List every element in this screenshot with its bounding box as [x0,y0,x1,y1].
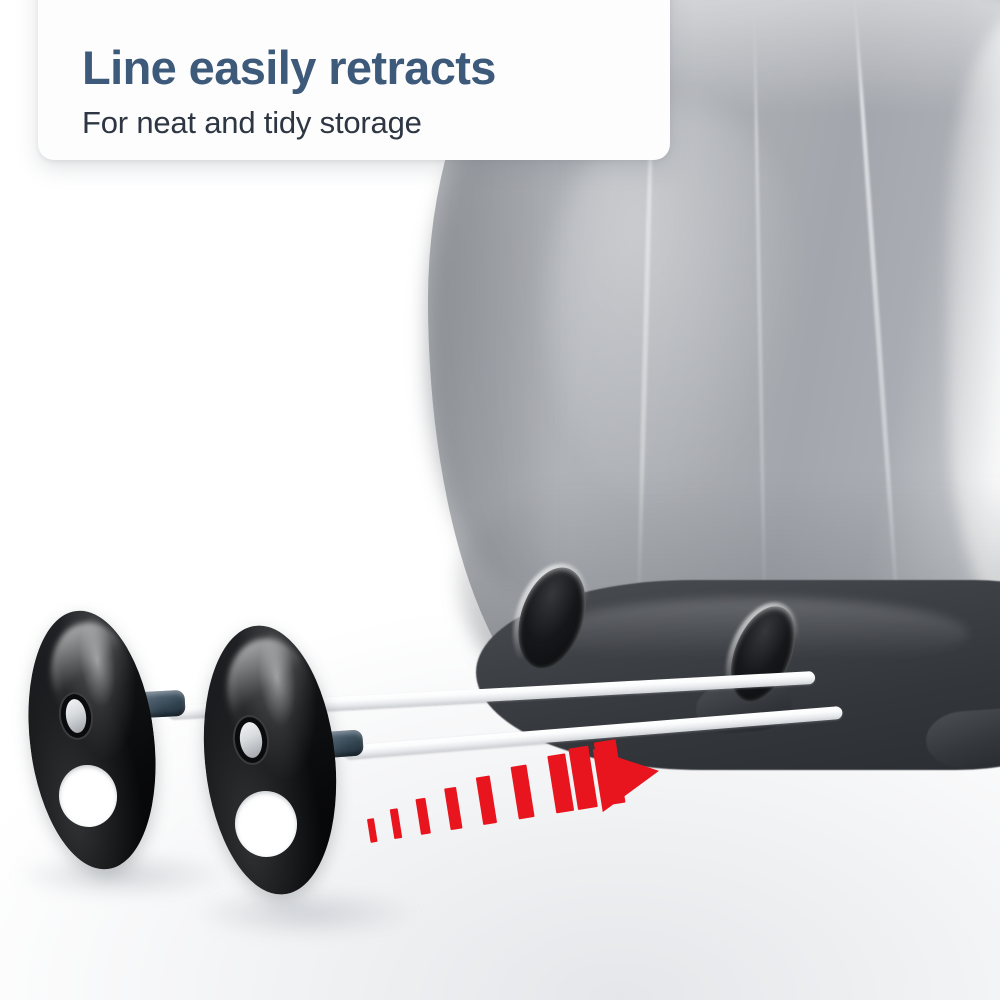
arrow-motion-bar [444,786,463,831]
callout-title: Line easily retracts [82,41,496,94]
arrow-motion-bar [475,775,498,826]
drum-soft-highlight [548,100,808,520]
arrow-motion-bar [366,818,378,843]
arrow-head-icon [592,739,664,813]
feature-callout-card: Line easily retracts For neat and tidy s… [38,0,670,160]
callout-subtitle: For neat and tidy storage [82,105,422,140]
arrow-motion-bar [415,797,431,835]
arrow-motion-bar [510,764,535,820]
paddle-shadow-right [196,888,416,938]
arrow-motion-bar [389,808,403,840]
